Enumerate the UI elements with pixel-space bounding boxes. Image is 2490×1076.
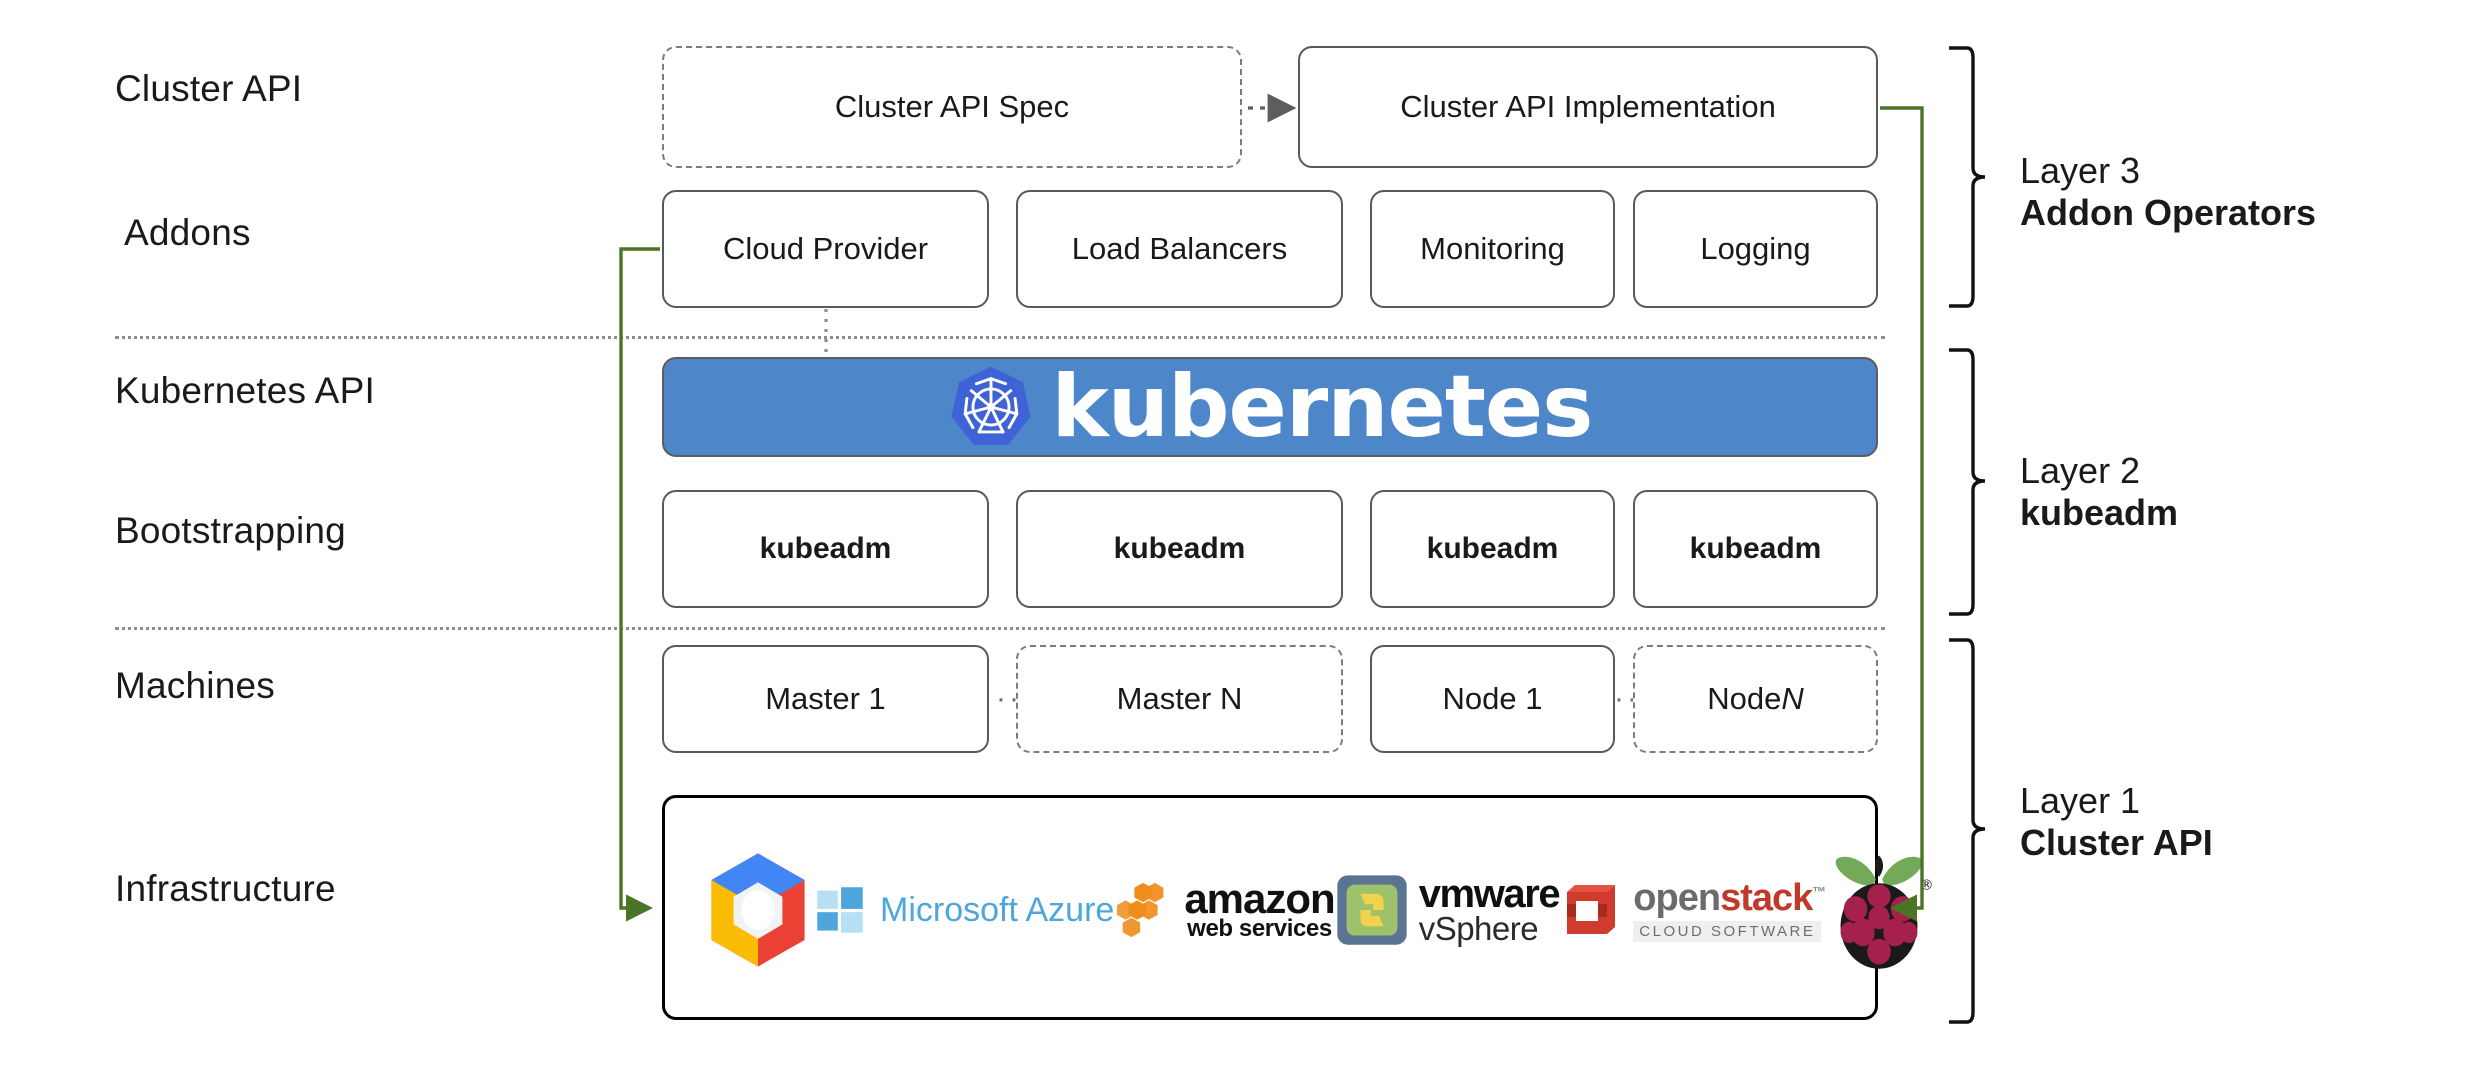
machine-label-master-1: Master 1 — [765, 681, 886, 716]
infrastructure-logo-row: Microsoft Azure amazon web services — [680, 845, 1933, 975]
divider-layer2-layer1 — [115, 627, 1885, 630]
layer-2-name: kubeadm — [2020, 492, 2179, 534]
vmware-label: vmware — [1418, 872, 1561, 917]
bootstrap-box-1[interactable]: kubeadm — [662, 490, 989, 608]
addon-box-monitoring[interactable]: Monitoring — [1370, 190, 1615, 308]
addon-box-cloud-provider[interactable]: Cloud Provider — [662, 190, 989, 308]
aws-amazon-label: amazon — [1184, 874, 1335, 922]
row-label-kubernetes-api: Kubernetes API — [115, 370, 375, 411]
machine-box-node-1[interactable]: Node 1 — [1370, 645, 1615, 753]
microsoft-azure-logo-icon: Microsoft Azure — [814, 884, 1114, 936]
addon-label-cloud-provider: Cloud Provider — [722, 231, 929, 266]
machine-label-node-n-prefix: Node — [1707, 681, 1782, 716]
bootstrap-box-2[interactable]: kubeadm — [1016, 490, 1343, 608]
bootstrap-box-4[interactable]: kubeadm — [1633, 490, 1878, 608]
bootstrap-label-1: kubeadm — [759, 532, 892, 565]
bootstrap-box-3[interactable]: kubeadm — [1370, 490, 1615, 608]
layer-2-number: Layer 2 — [2020, 450, 2141, 491]
addon-box-logging[interactable]: Logging — [1633, 190, 1878, 308]
addon-label-logging: Logging — [1700, 231, 1811, 266]
layer-3-number: Layer 3 — [2020, 150, 2141, 191]
infrastructure-box[interactable] — [662, 795, 1878, 1020]
machine-box-node-n[interactable]: Node N — [1633, 645, 1878, 753]
row-label-cluster-api: Cluster API — [115, 68, 303, 109]
openstack-stack-label: stack — [1720, 876, 1813, 919]
cluster-api-implementation-label: Cluster API Implementation — [1400, 89, 1776, 124]
row-label-bootstrapping: Bootstrapping — [115, 510, 346, 551]
bootstrap-label-3: kubeadm — [1426, 532, 1559, 565]
brace-layer-3 — [1945, 46, 1991, 308]
cluster-api-implementation-box[interactable]: Cluster API Implementation — [1298, 46, 1878, 168]
row-label-machines: Machines — [115, 665, 275, 706]
layer-3-name: Addon Operators — [2020, 192, 2317, 234]
google-cloud-platform-logo-icon — [702, 848, 814, 972]
aws-webservices-label: web services — [1187, 915, 1332, 943]
kubernetes-wordmark: kubernetes — [1051, 357, 1594, 457]
openstack-logo-icon: openstack™ CLOUD SOFTWARE — [1559, 876, 1826, 942]
layer-1-number: Layer 1 — [2020, 780, 2141, 821]
machine-box-master-n[interactable]: Master N — [1016, 645, 1343, 753]
addon-label-load-balancers: Load Balancers — [1071, 231, 1288, 266]
vmware-vsphere-logo-icon: vmware vSphere — [1335, 872, 1561, 948]
brace-layer-1 — [1945, 638, 1991, 1024]
brace-layer-2 — [1945, 348, 1991, 616]
divider-layer3-layer2 — [115, 336, 1885, 339]
machine-label-master-n: Master N — [1116, 681, 1243, 716]
layer-1-name: Cluster API — [2020, 822, 2213, 864]
microsoft-azure-label: Microsoft Azure — [880, 890, 1115, 929]
svg-text:®: ® — [1920, 878, 1933, 894]
row-label-infrastructure: Infrastructure — [115, 868, 336, 909]
cluster-api-spec-label: Cluster API Spec — [834, 89, 1070, 124]
addon-label-monitoring: Monitoring — [1420, 231, 1565, 266]
cluster-api-spec-box[interactable]: Cluster API Spec — [662, 46, 1242, 168]
bootstrap-label-4: kubeadm — [1689, 532, 1822, 565]
layer-caption-3: Layer 3 Addon Operators — [2020, 150, 2316, 235]
raspberry-pi-logo-icon: ® — [1825, 847, 1933, 973]
machine-label-node-1: Node 1 — [1442, 681, 1543, 716]
machine-label-node-n-suffix: N — [1781, 681, 1804, 716]
bootstrap-label-2: kubeadm — [1113, 532, 1246, 565]
machine-box-master-1[interactable]: Master 1 — [662, 645, 989, 753]
connector-implementation-to-infrastructure — [1880, 106, 1924, 922]
addon-box-load-balancers[interactable]: Load Balancers — [1016, 190, 1343, 308]
openstack-open-label: open — [1633, 876, 1721, 919]
vsphere-label: vSphere — [1418, 910, 1539, 948]
layer-caption-2: Layer 2 kubeadm — [2020, 450, 2178, 535]
layer-caption-1: Layer 1 Cluster API — [2020, 780, 2213, 865]
row-label-addons: Addons — [124, 212, 251, 253]
connector-cloud-provider-to-infrastructure — [619, 247, 660, 922]
openstack-tagline: CLOUD SOFTWARE — [1633, 920, 1822, 942]
kubernetes-helm-wheel-icon — [948, 364, 1034, 450]
kubernetes-banner[interactable]: kubernetes — [662, 357, 1878, 457]
amazon-web-services-logo-icon: amazon web services — [1114, 874, 1336, 943]
